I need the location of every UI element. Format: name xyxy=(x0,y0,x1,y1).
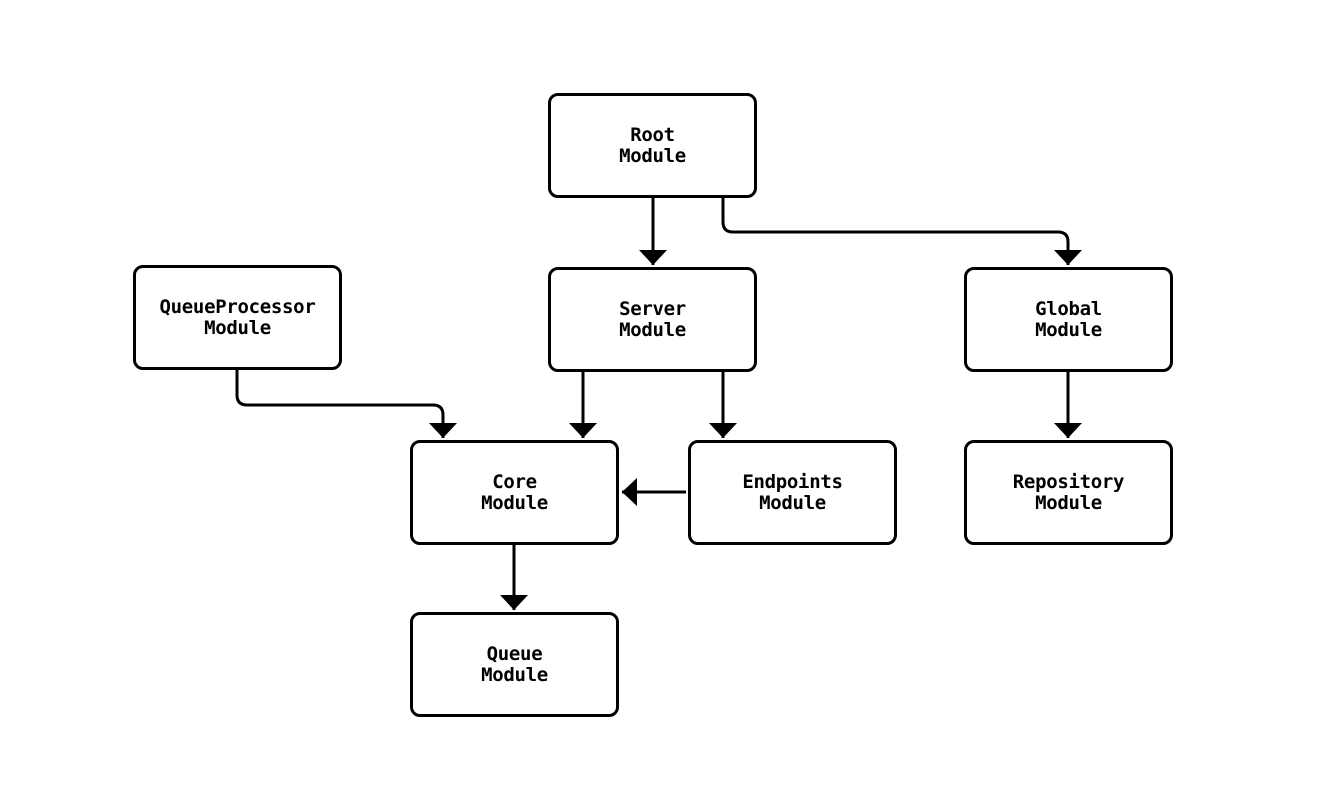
node-repository-module: Repository Module xyxy=(964,440,1173,545)
node-endpoints-module: Endpoints Module xyxy=(688,440,897,545)
node-core-module-label: Core Module xyxy=(481,470,548,514)
node-global-module: Global Module xyxy=(964,267,1173,372)
node-server-module-label: Server Module xyxy=(619,297,686,341)
node-endpoints-module-label: Endpoints Module xyxy=(742,470,843,514)
edge-queueprocessor-module-to-core-module xyxy=(235,370,457,438)
node-repository-module-label: Repository Module xyxy=(1012,470,1125,514)
node-queue-module-label: Queue Module xyxy=(481,642,548,686)
node-global-module-label: Global Module xyxy=(1035,297,1102,341)
node-core-module: Core Module xyxy=(410,440,619,545)
edge-root-module-to-global-module xyxy=(721,198,1082,265)
node-root-module-label: Root Module xyxy=(619,123,686,167)
node-server-module: Server Module xyxy=(548,267,757,372)
node-queueprocessor-module: QueueProcessor Module xyxy=(133,265,342,370)
node-queueprocessor-module-label: QueueProcessor Module xyxy=(159,295,316,339)
node-root-module: Root Module xyxy=(548,93,757,198)
node-queue-module: Queue Module xyxy=(410,612,619,717)
